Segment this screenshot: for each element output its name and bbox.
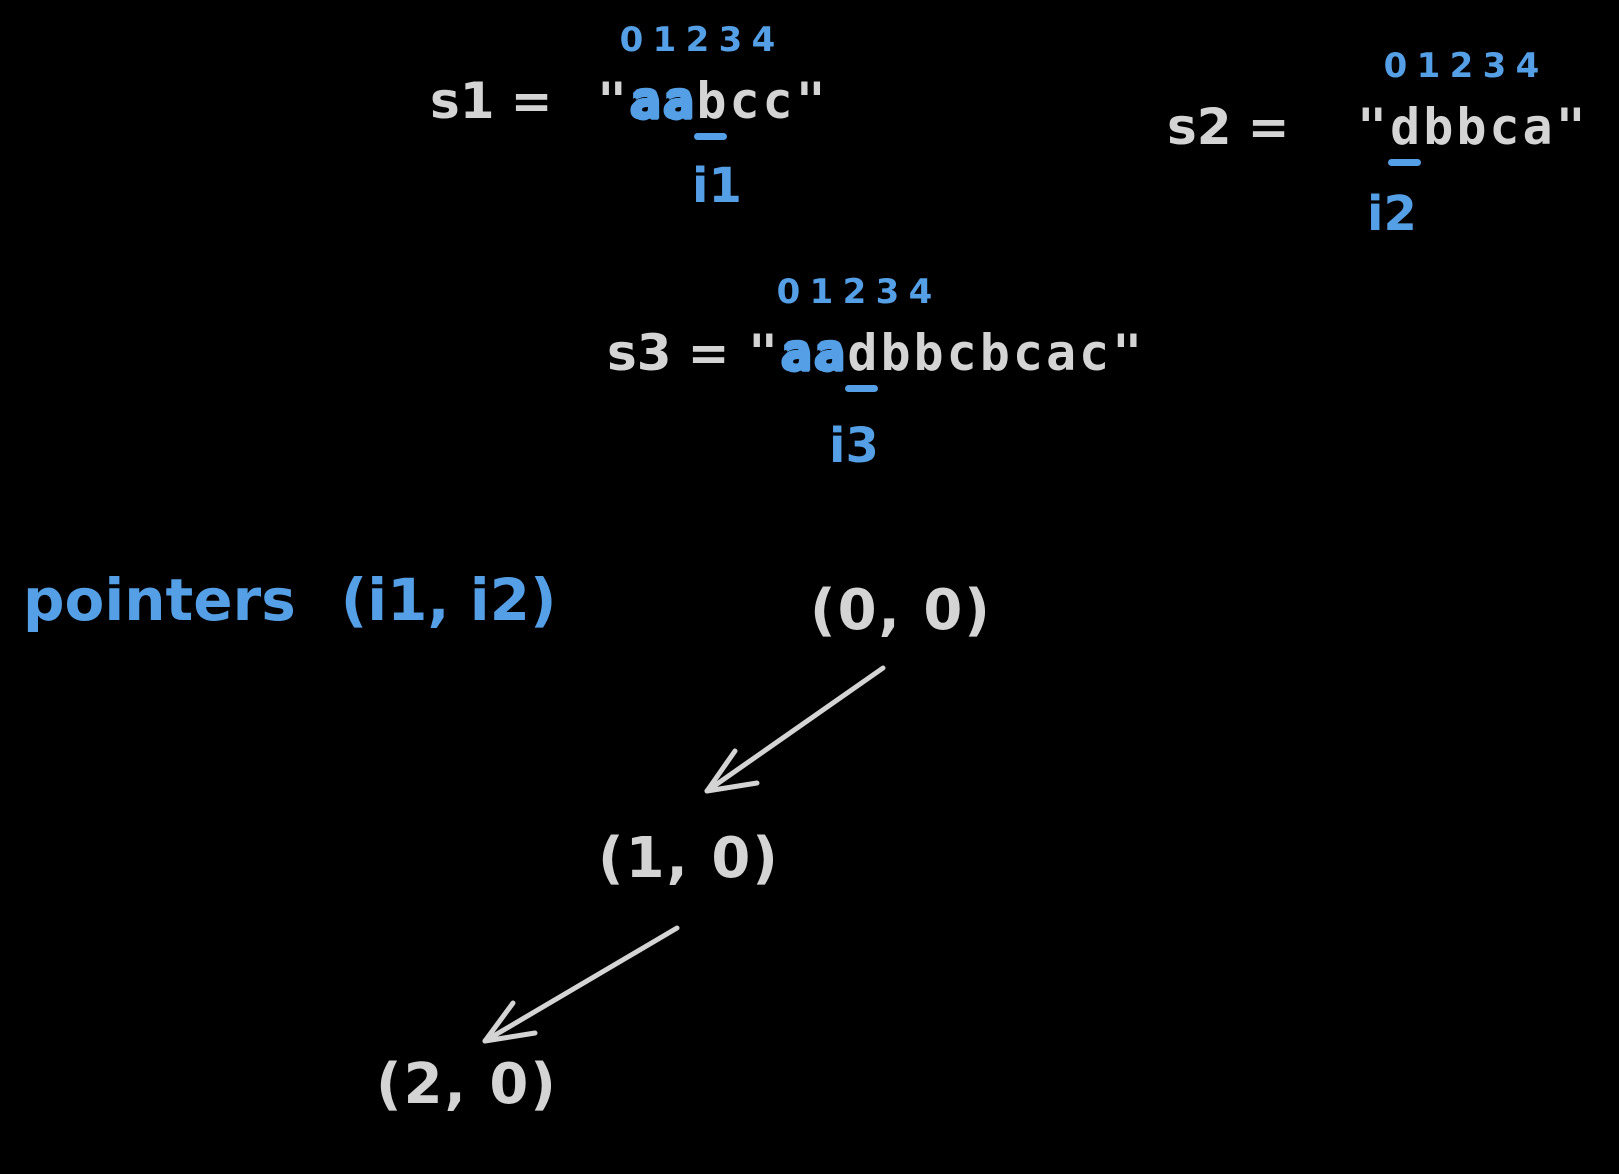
open-quote: " [1357,98,1391,156]
arrow-1-0-to-2-0-barb [482,1000,516,1044]
s1-variable-name: s1 [430,72,495,130]
pointers-caption-label: pointers [23,566,296,634]
index-label: 4 [908,272,933,312]
index-label: 1 [1416,46,1441,86]
index-label: 2 [685,20,710,60]
arrow-0-0-to-1-0-barb [704,780,760,794]
s2-current-char: d [1390,98,1424,156]
pointers-caption-args: (i1, i2) [340,566,557,634]
s1-assignment: s1="aabcc" [430,72,829,130]
index-label: 3 [718,20,743,60]
index-label: 3 [1482,46,1507,86]
tree-node-1-0: (1, 0) [598,826,780,891]
s3-consumed-chars: aa [781,324,848,382]
s3-assignment: s3="aadbbcbcac" [607,324,1145,382]
open-quote: " [748,324,782,382]
s1-current-char: b [696,72,730,130]
s2-variable-name: s2 [1167,98,1232,156]
index-label: 0 [776,272,801,312]
s1-consumed-chars: aa [630,72,697,130]
s3-variable-name: s3 [607,324,672,382]
arrow-1-0-to-2-0 [482,925,680,1044]
tree-node-0-0: (0, 0) [810,578,992,643]
s3-pointer-label: i3 [829,418,879,474]
tree-node-2-0: (2, 0) [376,1052,558,1117]
index-label: 4 [1515,46,1540,86]
index-label: 1 [809,272,834,312]
pointers-caption: pointers (i1, i2) [23,566,556,634]
index-label: 0 [619,20,644,60]
s2-assignment: s2="dbbca" [1167,98,1589,156]
close-quote: " [1555,98,1589,156]
index-label: 4 [751,20,776,60]
s3-current-char: d [847,324,881,382]
index-label: 3 [875,272,900,312]
s2-remaining-chars: bbca [1423,98,1556,156]
close-quote: " [1112,324,1146,382]
equals-sign: = [687,324,730,382]
index-label: 1 [652,20,677,60]
close-quote: " [795,72,829,130]
equals-sign: = [1247,98,1290,156]
open-quote: " [597,72,631,130]
s3-remaining-chars: bbcbcac [880,324,1113,382]
arrow-0-0-to-1-0-barb [704,748,738,794]
s2-pointer-label: i2 [1367,186,1417,242]
s1-pointer-label: i1 [692,158,742,214]
arrow-0-0-to-1-0 [704,665,886,794]
equals-sign: = [510,72,553,130]
index-label: 2 [842,272,867,312]
s1-remaining-chars: cc [729,72,796,130]
arrow-1-0-to-2-0-barb [482,1030,538,1044]
index-label: 0 [1383,46,1408,86]
index-label: 2 [1449,46,1474,86]
